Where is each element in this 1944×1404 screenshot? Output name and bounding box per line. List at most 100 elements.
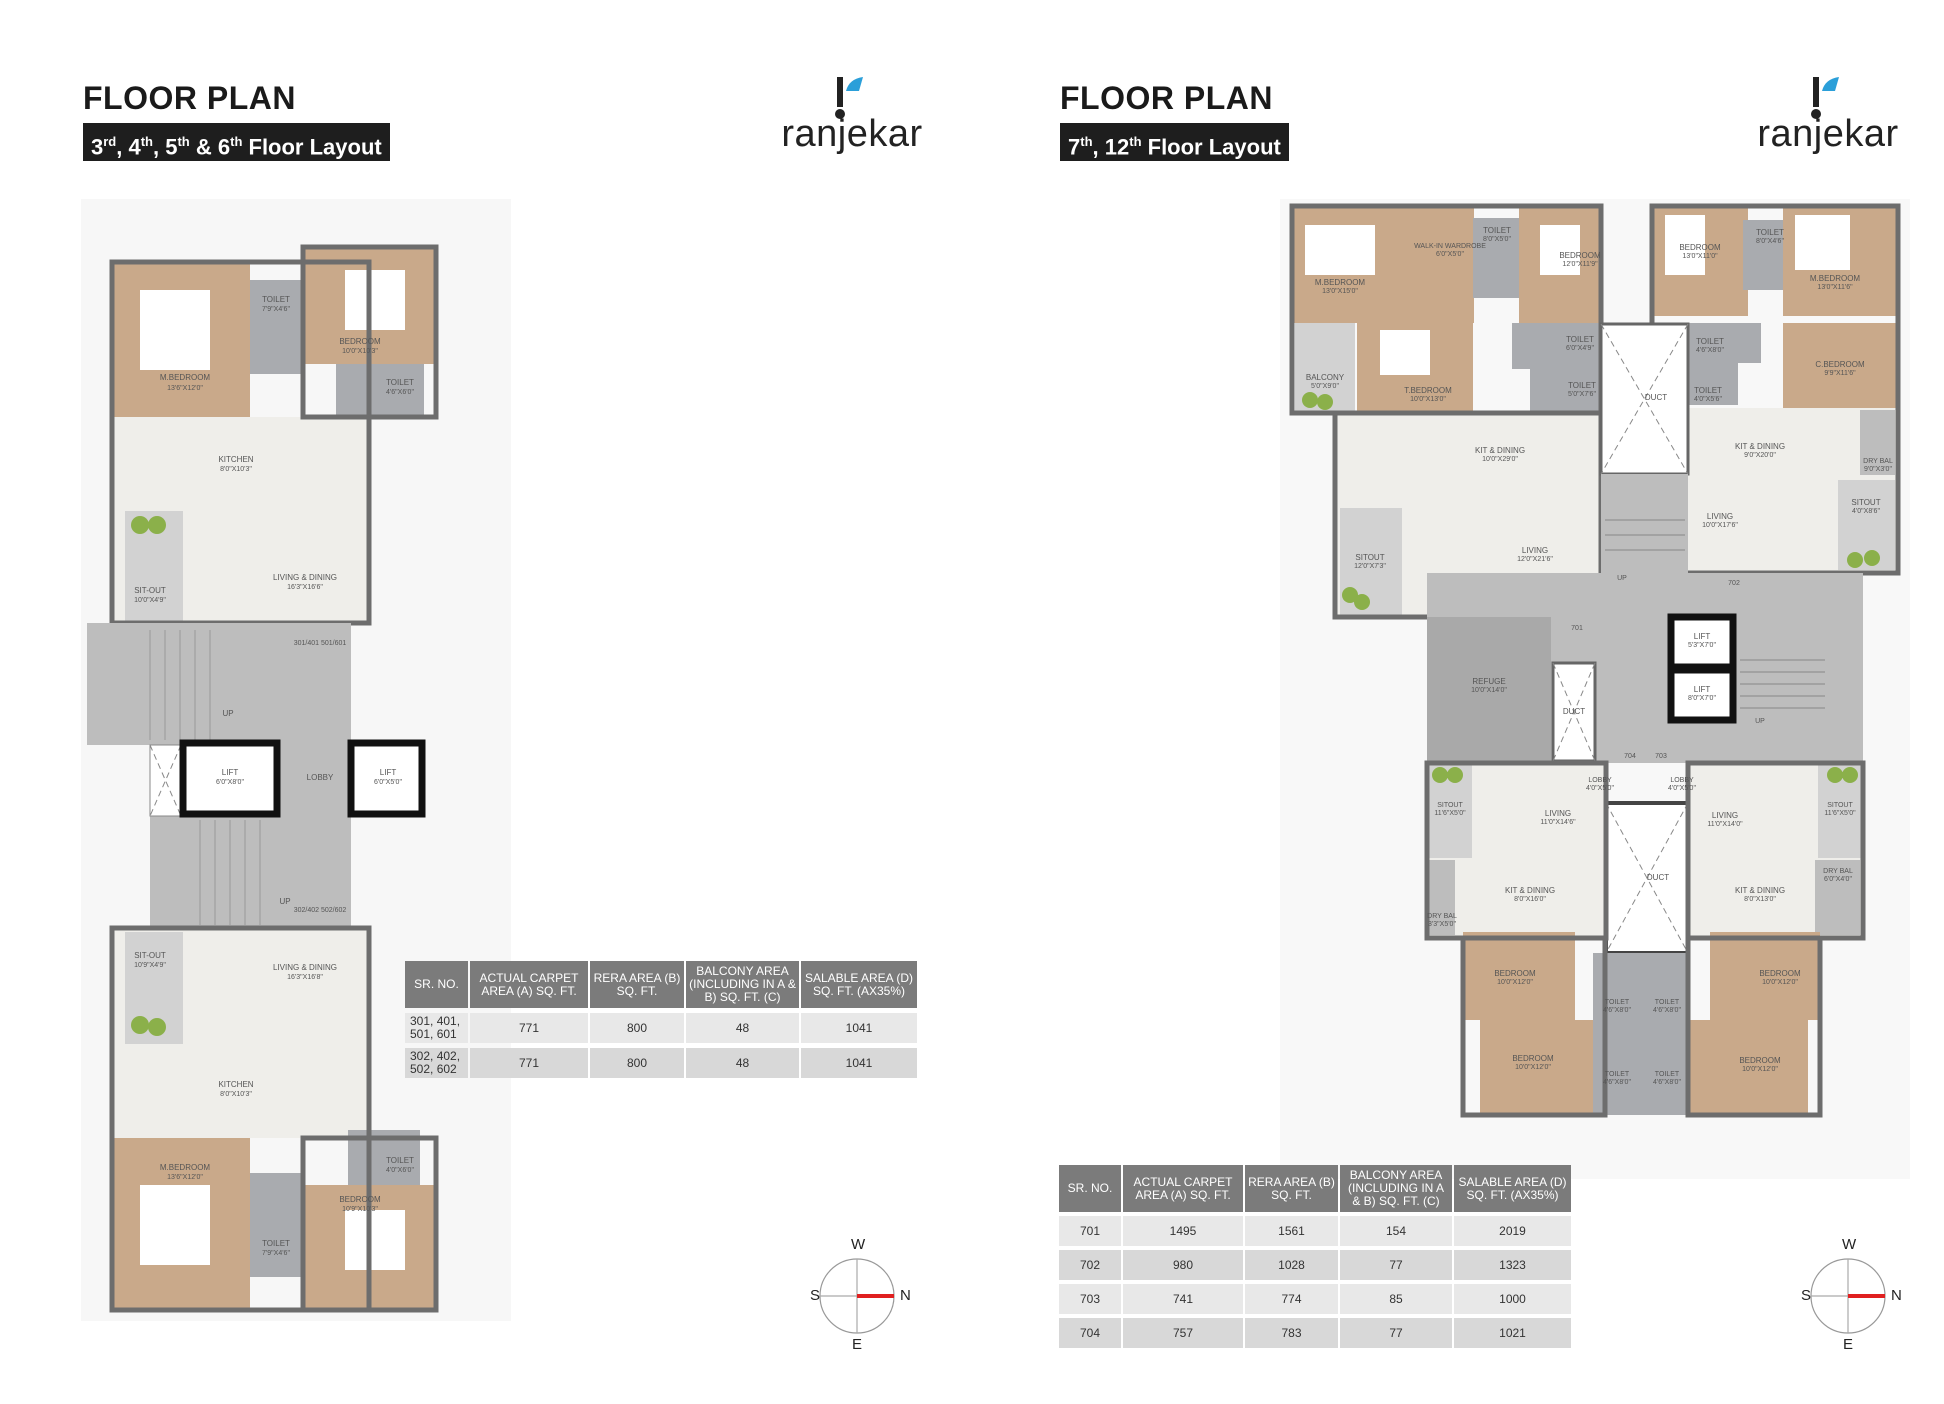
room-label: TOILET xyxy=(386,1156,414,1165)
unit-703: LOBBY 4'0"X5'0" SITOUT 11'6"X5'0" LIVING… xyxy=(1645,760,1866,1118)
compass-s: S xyxy=(810,1287,821,1304)
room-label: SITOUT xyxy=(1851,498,1880,507)
left-plan: M.BEDROOM 13'6"X12'0" TOILET 7'9"X4'6" B… xyxy=(81,199,511,1321)
stair-up-label: UP xyxy=(1617,575,1627,582)
right-page-title: FLOOR PLAN xyxy=(1060,80,1273,116)
bedroom-room xyxy=(1463,932,1575,1020)
room-size: 10'0"X29'0" xyxy=(1482,456,1518,463)
room-label: TOILET xyxy=(1655,999,1680,1006)
lift-2 xyxy=(1667,666,1737,724)
toilet-room xyxy=(1473,218,1519,298)
room-label: LIFT xyxy=(1694,632,1711,641)
room-label: BEDROOM xyxy=(1559,251,1601,260)
room-label: M.BEDROOM xyxy=(160,1163,211,1172)
dry-bal-room xyxy=(1815,860,1860,935)
cell-salable: 2019 xyxy=(1454,1216,1571,1246)
room-label: KIT & DINING xyxy=(1475,446,1525,455)
cell-rera: 783 xyxy=(1245,1318,1338,1348)
room-label: C.BEDROOM xyxy=(1815,360,1865,369)
room-size: 6'0"X4'9" xyxy=(1566,345,1594,352)
room-label: TOILET xyxy=(1605,1071,1630,1078)
room-label: KIT & DINING xyxy=(1735,442,1785,451)
table-row: 301, 401, 501, 601 771 800 48 1041 xyxy=(405,1013,917,1043)
cell-salable: 1041 xyxy=(801,1048,917,1078)
col-salable-area: SALABLE AREA (D) SQ. FT. (AX35%) xyxy=(1454,1165,1571,1212)
col-sr-no: SR. NO. xyxy=(1059,1165,1121,1212)
col-carpet-area: ACTUAL CARPET AREA (A) SQ. FT. xyxy=(470,961,588,1008)
room-size: 10'0"X14'0" xyxy=(1471,687,1507,694)
subtitle-part: Floor Layout xyxy=(242,134,382,160)
cell-balcony: 48 xyxy=(686,1013,799,1043)
table-row: 302, 402, 502, 602 771 800 48 1041 xyxy=(405,1048,917,1078)
c-bedroom-room xyxy=(1783,323,1898,408)
room-label: DRY BAL xyxy=(1863,458,1893,465)
subtitle-part: 7 xyxy=(1068,134,1081,160)
bedroom-room xyxy=(1710,932,1820,1020)
core: LIFT 6'0"X8'0" LIFT 6'0"X5'0" LOBBY UP U… xyxy=(87,623,426,928)
room-size: 4'0"X8'6" xyxy=(1852,508,1880,515)
subtitle-sup: th xyxy=(230,134,243,149)
subtitle-sup: th xyxy=(1080,134,1093,149)
room-label: REFUGE xyxy=(1472,677,1505,686)
room-size: 6'0"X5'0" xyxy=(374,779,402,786)
cell-balcony: 85 xyxy=(1340,1284,1452,1314)
room-label: LOBBY xyxy=(1670,777,1694,784)
staircase xyxy=(87,623,277,745)
room-label: DUCT xyxy=(1647,873,1669,882)
ranjekar-logo: ranjekar xyxy=(777,77,927,163)
left-floor-layout-label: 3rd, 4th, 5th & 6th Floor Layout xyxy=(83,123,390,161)
room-label: LIFT xyxy=(222,768,239,777)
room-size: 10'0"X4'9" xyxy=(134,597,166,604)
room-size: 4'0"X5'6" xyxy=(1694,396,1722,403)
room-size: 4'6"X6'0" xyxy=(386,389,414,396)
compass-s: S xyxy=(1801,1287,1812,1304)
toilet-room xyxy=(1743,220,1783,290)
cell-sr-no: 703 xyxy=(1059,1284,1121,1314)
room-label: KIT & DINING xyxy=(1505,886,1555,895)
room-label: TOILET xyxy=(262,295,290,304)
room-size: 8'0"X4'6" xyxy=(1756,238,1784,245)
unit-704: LOBBY 4'0"X5'0" SITOUT 11'6"X5'0" LIVING… xyxy=(1424,760,1645,1118)
room-size: 13'6"X12'0" xyxy=(167,385,203,392)
room-size: 4'0"X6'0" xyxy=(386,1167,414,1174)
room-label: KITCHEN xyxy=(218,455,253,464)
bottom-unit-302: SIT-OUT 10'9"X4'9" LIVING & DINING 16'3"… xyxy=(109,907,439,1313)
room-size: 8'0"X13'0" xyxy=(1744,896,1776,903)
logo-mark-icon xyxy=(1811,77,1839,119)
room-size: 10'0"X12'0" xyxy=(1762,979,1798,986)
room-label: DRY BAL xyxy=(1823,868,1853,875)
room-label: TOILET xyxy=(386,378,414,387)
col-balcony-area: BALCONY AREA (INCLUDING IN A & B) SQ. FT… xyxy=(1340,1165,1452,1212)
room-size: 11'6"X5'0" xyxy=(1824,810,1856,817)
cell-sr-no: 702 xyxy=(1059,1250,1121,1280)
room-label: BEDROOM xyxy=(1494,969,1536,978)
cell-salable: 1000 xyxy=(1454,1284,1571,1314)
toilet-room xyxy=(1512,323,1601,369)
room-label: TOILET xyxy=(1605,999,1630,1006)
subtitle-sup: th xyxy=(1129,134,1142,149)
toilet-room xyxy=(1593,953,1645,1115)
room-label: SIT-OUT xyxy=(134,586,166,595)
room-size: 4'0"X5'0" xyxy=(1586,785,1614,792)
room-size: 12'0"X11'9" xyxy=(1562,261,1598,268)
cell-rera: 1561 xyxy=(1245,1216,1338,1246)
room-size: 10'0"X10'3" xyxy=(342,348,378,355)
toilet-room xyxy=(1530,369,1601,413)
toilet-room xyxy=(250,280,303,374)
unit-tag: 302/402 502/602 xyxy=(294,907,347,914)
cell-rera: 774 xyxy=(1245,1284,1338,1314)
table-row: 701 1495 1561 154 2019 xyxy=(1059,1216,1571,1246)
room-size: 11'0"X14'0" xyxy=(1707,821,1743,828)
room-label: BEDROOM xyxy=(1512,1054,1554,1063)
room-label: TOILET xyxy=(1655,1071,1680,1078)
dry-bal-room xyxy=(1860,410,1895,475)
room-size: 10'0"X13'0" xyxy=(1410,396,1446,403)
room-size: 4'0"X5'0" xyxy=(1668,785,1696,792)
right-floor-layout-label: 7th, 12th Floor Layout xyxy=(1060,123,1289,161)
room-size: 10'0"X12'0" xyxy=(1742,1066,1778,1073)
room-size: 12'0"X7'3" xyxy=(1354,563,1386,570)
bedroom-room xyxy=(1688,1020,1808,1115)
room-label: DUCT xyxy=(1645,393,1667,402)
lift-1 xyxy=(179,739,281,818)
subtitle-sup: th xyxy=(177,134,190,149)
